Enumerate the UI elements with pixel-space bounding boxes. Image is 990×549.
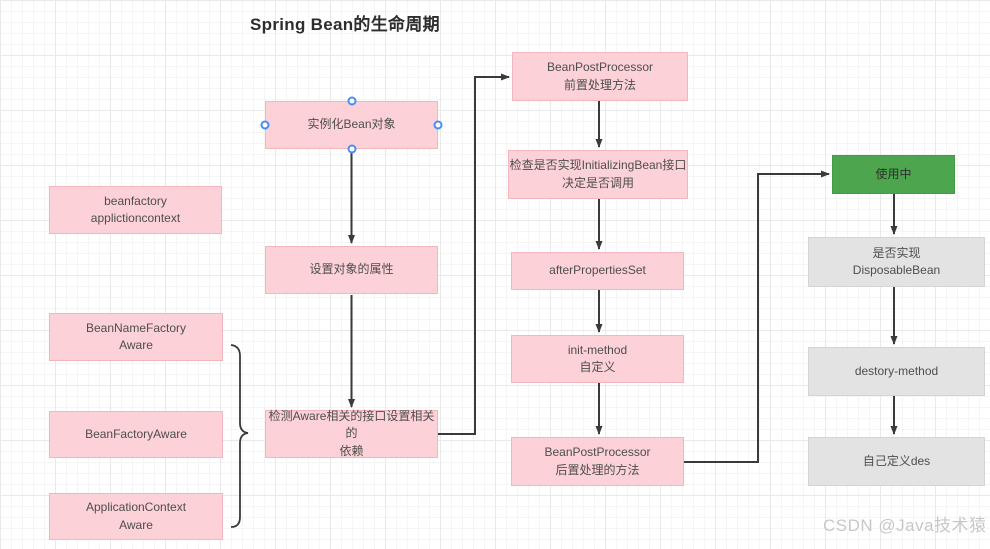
curly-brace[interactable] [230, 344, 249, 528]
selection-handle-right[interactable] [433, 120, 443, 130]
node-afterpropertiesset[interactable]: afterPropertiesSet [511, 252, 684, 290]
node-label: init-method 自定义 [567, 342, 628, 374]
node-label: 检测Aware相关的接口设置相关的 依赖 [268, 408, 435, 458]
node-disposablebean[interactable]: 是否实现 DisposableBean [808, 237, 985, 287]
node-detect-aware[interactable]: 检测Aware相关的接口设置相关的 依赖 [265, 408, 438, 458]
node-label: ApplicationContext Aware [85, 500, 187, 532]
node-instantiate-bean[interactable]: 实例化Bean对象 [260, 96, 443, 154]
connector-bpp-after-to-in-use[interactable] [684, 170, 830, 463]
selection-handle-bottom[interactable] [347, 144, 356, 154]
node-label: afterPropertiesSet [549, 263, 646, 278]
node-beanfactory-applicationcontext[interactable]: beanfactory applictioncontext [49, 186, 222, 234]
node-label: BeanNameFactory Aware [85, 320, 187, 352]
node-label: destory-method [854, 363, 939, 378]
node-label: 是否实现 DisposableBean [852, 245, 941, 277]
node-beanpostprocessor-before[interactable]: BeanPostProcessor 前置处理方法 [512, 52, 688, 101]
node-set-properties[interactable]: 设置对象的属性 [265, 246, 438, 294]
selection-handle-top[interactable] [347, 96, 356, 106]
node-custom-destroy[interactable]: 自己定义des [808, 437, 985, 486]
node-in-use[interactable]: 使用中 [832, 155, 955, 194]
node-label: 自己定义des [862, 453, 931, 468]
node-check-initializingbean[interactable]: 检查是否实现InitializingBean接口 决定是否调用 [508, 150, 688, 199]
csdn-watermark: CSDN @Java技术猿 [823, 516, 987, 535]
selection-handle-left[interactable] [260, 120, 270, 130]
diagram-title: Spring Bean的生命周期 [250, 15, 440, 34]
node-beannamefactory-aware[interactable]: BeanNameFactory Aware [49, 313, 223, 361]
node-init-method[interactable]: init-method 自定义 [511, 335, 684, 383]
node-beanpostprocessor-after[interactable]: BeanPostProcessor 后置处理的方法 [511, 437, 684, 486]
node-label: 设置对象的属性 [309, 262, 394, 277]
node-beanfactoryaware[interactable]: BeanFactoryAware [49, 411, 223, 458]
node-label: 使用中 [875, 166, 912, 181]
node-label: BeanPostProcessor 前置处理方法 [546, 60, 654, 92]
connector-detect-aware-to-bpp-before[interactable] [438, 73, 510, 435]
node-label: BeanFactoryAware [85, 426, 187, 441]
node-destroy-method[interactable]: destory-method [808, 347, 985, 396]
node-label: BeanPostProcessor 后置处理的方法 [544, 445, 651, 477]
node-label: 实例化Bean对象 [307, 117, 396, 132]
node-applicationcontext-aware[interactable]: ApplicationContext Aware [49, 493, 223, 540]
node-label: 检查是否实现InitializingBean接口 决定是否调用 [509, 158, 687, 190]
node-label: beanfactory applictioncontext [90, 193, 181, 225]
